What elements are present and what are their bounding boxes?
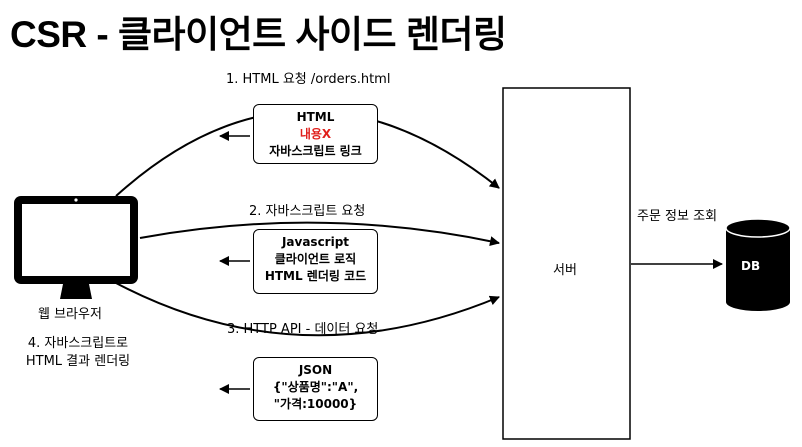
response-html-line3: 자바스크립트 링크 — [269, 144, 362, 158]
server-box — [502, 87, 631, 440]
response-box-json: JSON {"상품명":"A", "가격:10000} — [253, 357, 378, 421]
step-3-label: 3. HTTP API - 데이터 요청 — [227, 322, 379, 337]
response-box-html: HTML 내용X 자바스크립트 링크 — [253, 104, 378, 164]
response-html-line2: 내용X — [299, 127, 332, 141]
client-render-note: 4. 자바스크립트로 HTML 결과 렌더링 — [8, 335, 148, 371]
client-note-line2: HTML 결과 렌더링 — [25, 354, 131, 369]
step-2-label: 2. 자바스크립트 요청 — [249, 204, 366, 219]
response-box-js: Javascript 클라이언트 로직 HTML 렌더링 코드 — [253, 229, 378, 294]
response-json-line1: JSON — [298, 363, 333, 377]
server-label: 서버 — [553, 263, 577, 278]
response-js-line3: HTML 렌더링 코드 — [264, 269, 367, 283]
database-icon — [725, 218, 791, 311]
request-arrow-js — [139, 221, 500, 247]
step-1-label: 1. HTML 요청 /orders.html — [226, 72, 391, 87]
client-label: 웹 브라우저 — [38, 307, 102, 322]
response-json-line3: "가격:10000} — [273, 397, 358, 411]
client-note-line1: 4. 자바스크립트로 — [27, 336, 129, 351]
response-json-line2: {"상품명":"A", — [272, 380, 359, 394]
db-query-label: 주문 정보 조회 — [637, 209, 718, 224]
response-js-line2: 클라이언트 로직 — [274, 252, 357, 266]
response-js-line1: Javascript — [281, 235, 350, 249]
request-arrow-api — [115, 282, 500, 337]
response-html-line1: HTML — [296, 110, 335, 124]
page-title: CSR - 클라이언트 사이드 렌더링 — [10, 14, 507, 55]
db-label: DB — [741, 259, 761, 273]
computer-icon — [14, 196, 138, 299]
